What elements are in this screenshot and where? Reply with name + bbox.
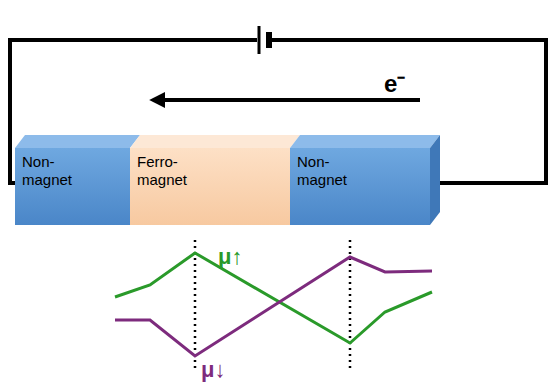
block-label: Non- magnet	[297, 153, 355, 189]
battery-plate	[266, 32, 272, 48]
bar-top	[290, 135, 440, 148]
material-block: Non- magnet	[15, 148, 130, 225]
material-block: Ferro- magnet	[130, 148, 290, 225]
block-label: Ferro- magnet	[137, 153, 195, 189]
electron-label: e⁻	[384, 66, 405, 99]
interface-line	[349, 240, 352, 370]
electron-arrow	[162, 98, 420, 102]
battery-plate	[258, 26, 261, 54]
mu-down-label: μ↓	[201, 357, 225, 383]
mu-down-curve	[115, 257, 432, 356]
material-block: Non- magnet	[290, 148, 430, 225]
mu-up-label: μ↑	[218, 244, 242, 270]
bar-end	[430, 135, 440, 225]
interface-line	[194, 240, 197, 370]
block-label: Non- magnet	[22, 153, 80, 189]
bar-top	[130, 135, 300, 148]
bar-top	[15, 135, 140, 148]
